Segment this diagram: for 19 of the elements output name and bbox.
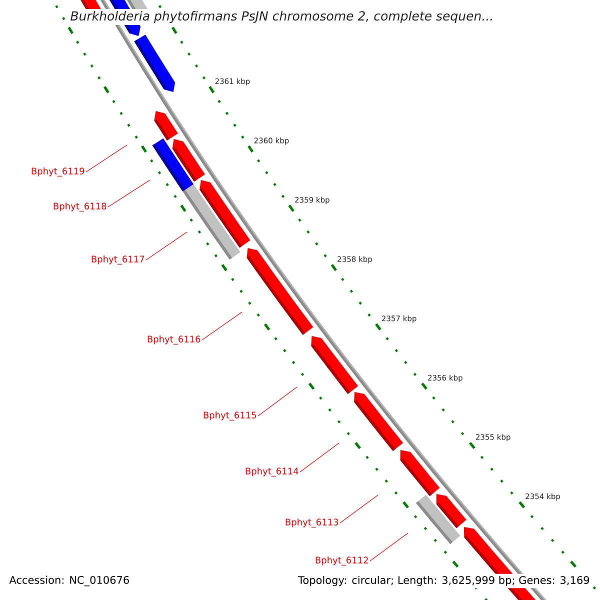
leader-line xyxy=(258,386,298,416)
gene-label: Bphyt_6118 xyxy=(54,202,106,212)
leader-line xyxy=(370,532,408,562)
leader-line xyxy=(300,442,340,472)
leader-line xyxy=(146,232,188,260)
leader-line xyxy=(340,494,378,524)
gene-label: Bphyt_6113 xyxy=(286,518,338,528)
footer-text: Topology: circular; Length: 3,625,999 bp; Genes: 3,169 xyxy=(296,574,592,588)
gene-label: Bphyt_6112 xyxy=(316,556,368,566)
leader-line xyxy=(86,144,128,172)
footer-text: Accession: NC_010676 xyxy=(7,574,132,588)
gene-label: Bphyt_6119 xyxy=(32,168,84,176)
gene-label: Bphyt_6117 xyxy=(92,256,144,264)
gene-label: Bphyt_6114 xyxy=(246,468,298,476)
leader-line xyxy=(108,180,150,208)
map-title: Burkholderia phytofirmans PsJN chromosome 2, complete sequen... xyxy=(68,8,496,26)
gene-label: Bphyt_6115 xyxy=(204,412,256,420)
leader-line xyxy=(202,312,242,340)
gene-label: Bphyt_6116 xyxy=(148,336,200,344)
